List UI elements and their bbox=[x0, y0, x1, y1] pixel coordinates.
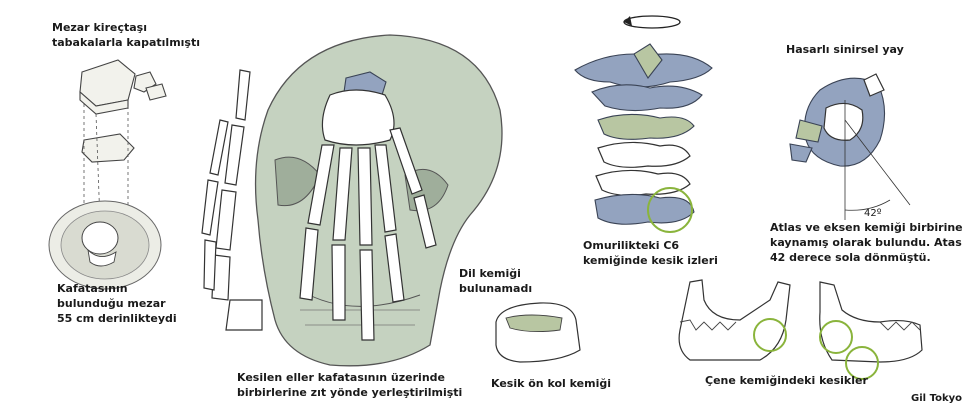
label-c6: Omurilikteki C6 kemiğinde kesik izleri bbox=[583, 239, 718, 267]
label-tomb-depth: Kafatasının bulunduğu mezar 55 cm derinl… bbox=[57, 282, 177, 325]
jaw-cut-highlight-1 bbox=[753, 318, 787, 352]
label-tomb-cover: Mezar kireçtaşı tabakalarla kapatılmıştı bbox=[52, 21, 201, 49]
credit: Gil Tokyo bbox=[911, 393, 962, 404]
label-atlas: Atlas ve eksen kemiği birbirine kaynamış… bbox=[770, 221, 963, 264]
jaw-cut-highlight-3 bbox=[845, 346, 879, 380]
c6-cut-highlight bbox=[647, 187, 693, 233]
rotation-arrow bbox=[623, 15, 681, 29]
right-hand bbox=[299, 89, 437, 341]
forearm-bone bbox=[495, 302, 581, 363]
jaw-cut-highlight-2 bbox=[819, 320, 853, 354]
label-nerve: Hasarlı sinirsel yay bbox=[786, 43, 904, 56]
cervical-spine bbox=[574, 43, 713, 225]
label-angle: 42º bbox=[864, 208, 882, 219]
label-jaw: Çene kemiğindeki kesikler bbox=[705, 374, 868, 387]
label-forearm: Kesik ön kol kemiği bbox=[491, 377, 612, 390]
burial-pit bbox=[48, 200, 162, 290]
tomb-stones bbox=[79, 59, 167, 225]
jaw-bones bbox=[678, 279, 923, 363]
atlas-axis bbox=[789, 73, 911, 220]
left-hand bbox=[201, 69, 263, 331]
label-hyoid: Dil kemiği bulunamadı bbox=[459, 267, 533, 295]
label-hands: Kesilen eller kafatasının üzerinde birbi… bbox=[237, 371, 463, 399]
